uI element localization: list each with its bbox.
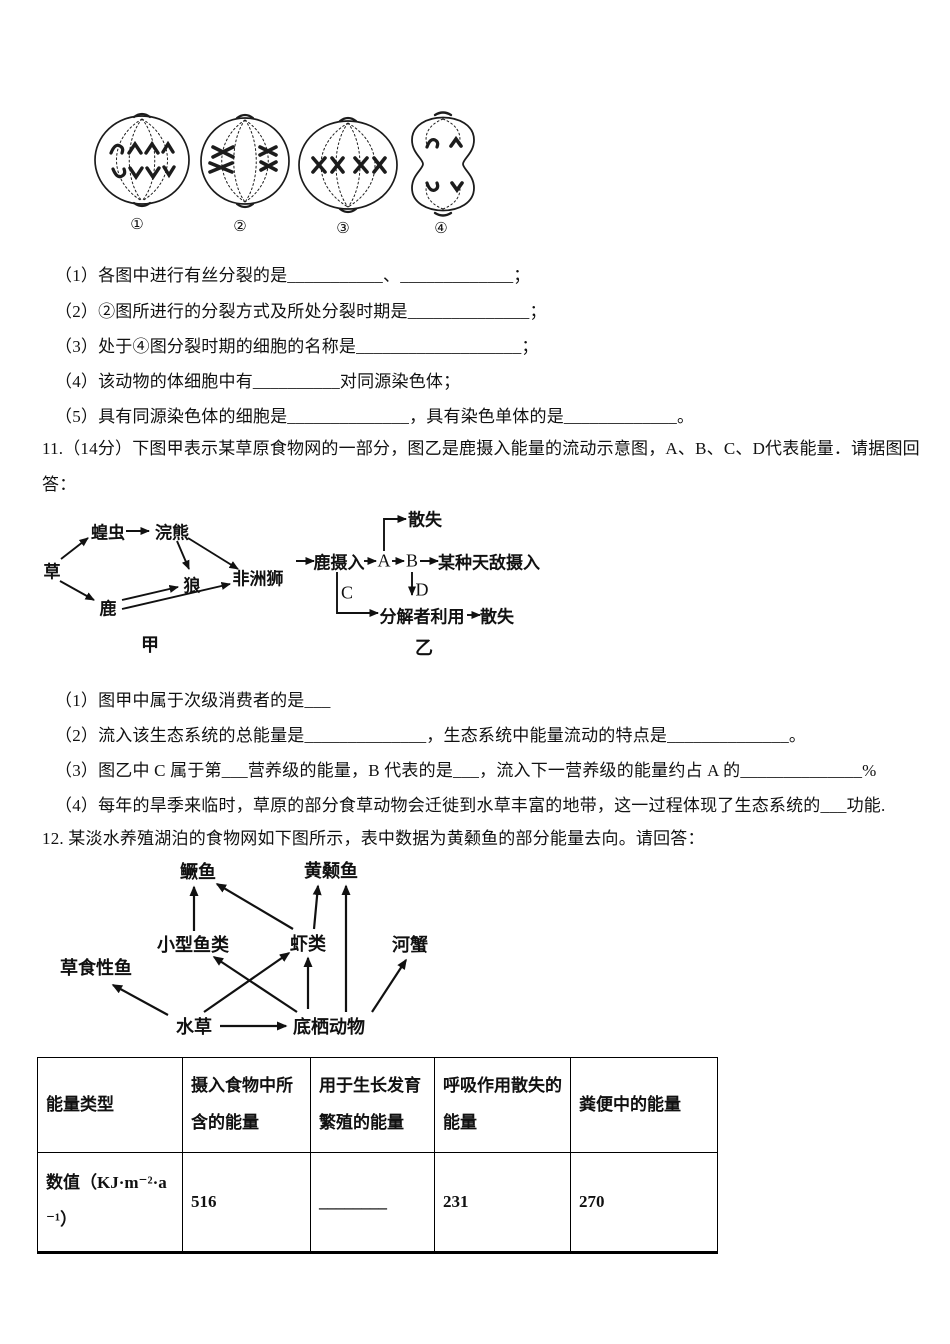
arrow-shrimp-to-catfish bbox=[312, 884, 322, 930]
question-line: （5）具有同源染色体的细胞是______________，具有染色单体的是___… bbox=[55, 407, 695, 426]
cell-division-figure: ① ② ③ ④ bbox=[94, 111, 475, 235]
table-header-cell: 呼吸作用散失的能量 bbox=[434, 1057, 571, 1153]
question-12-stem: 12. 某淡水养殖湖泊的食物网如下图所示，表中数据为黄颡鱼的部分能量去向。请回答… bbox=[42, 829, 705, 848]
table-data-row: 数值（KJ·m⁻²·a⁻¹） 516 ________ 231 270 bbox=[37, 1152, 718, 1254]
question-11-stem: 11.（14分）下图甲表示某草原食物网的一部分，图乙是鹿摄入能量的流动示意图，A… bbox=[42, 439, 920, 458]
node-decomposer-use: 分解者利用 bbox=[379, 607, 465, 627]
table-data-cell: 数值（KJ·m⁻²·a⁻¹） bbox=[37, 1152, 183, 1254]
arrow-raccoon-to-wolf bbox=[176, 540, 190, 570]
cell-3-label: ③ bbox=[336, 219, 349, 235]
cell-2-meiosis-metaphase bbox=[200, 113, 290, 209]
node-mandarin-fish: 鳜鱼 bbox=[180, 862, 216, 882]
question-line: （3）处于④图分裂时期的细胞的名称是___________________； bbox=[55, 337, 539, 356]
table-header-cell: 摄入食物中所含的能量 bbox=[182, 1057, 311, 1153]
cell-2-label: ② bbox=[233, 217, 246, 235]
caption-jia: 甲 bbox=[141, 635, 159, 655]
table-header-row: 能量类型 摄入食物中所含的能量 用于生长发育繁殖的能量 呼吸作用散失的能量 粪便… bbox=[37, 1057, 718, 1153]
arrow-benthos-to-smallfish bbox=[212, 956, 298, 1013]
node-waterweed: 水草 bbox=[176, 1017, 212, 1037]
node-wolf: 狼 bbox=[183, 576, 201, 596]
question-line: （4）每年的旱季来临时，草原的部分食草动物会迁徙到水草丰富的地带，这一过程体现了… bbox=[55, 796, 886, 815]
arrow-deer-to-lion bbox=[121, 582, 231, 610]
question-line: （2）流入该生态系统的总能量是______________，生态系统中能量流动的… bbox=[55, 726, 807, 745]
node-loss-bottom: 散失 bbox=[480, 607, 514, 627]
node-deer: 鹿 bbox=[99, 599, 117, 619]
cell-4-telophase bbox=[411, 111, 475, 217]
cell-4-label: ④ bbox=[434, 219, 447, 235]
question-line: （1）各图中进行有丝分裂的是___________、_____________； bbox=[55, 266, 531, 285]
arrow-waterweed-to-shrimp bbox=[203, 952, 291, 1013]
node-herbivorous-fish: 草食性鱼 bbox=[60, 958, 132, 978]
cell-3-mitosis-metaphase bbox=[298, 116, 398, 214]
node-energy-c: C bbox=[340, 582, 354, 603]
node-loss-top: 散失 bbox=[408, 510, 442, 530]
arrow-raccoon-to-lion bbox=[187, 537, 239, 570]
node-lion: 非洲狮 bbox=[232, 569, 284, 589]
arrow-shrimp-to-mandarin bbox=[215, 883, 294, 930]
cell-1-label: ① bbox=[130, 215, 143, 233]
node-small-fish: 小型鱼类 bbox=[157, 935, 229, 955]
node-grass: 草 bbox=[43, 562, 61, 582]
node-locust: 蝗虫 bbox=[91, 523, 125, 543]
node-energy-b: B bbox=[405, 550, 419, 571]
table-header-cell: 粪便中的能量 bbox=[570, 1057, 718, 1153]
table-header-cell: 用于生长发育繁殖的能量 bbox=[310, 1057, 435, 1153]
node-yellow-catfish: 黄颡鱼 bbox=[304, 861, 358, 881]
table-data-cell: 270 bbox=[570, 1152, 718, 1254]
arrow-grass-to-locust bbox=[60, 537, 89, 560]
caption-yi: 乙 bbox=[415, 638, 433, 658]
cell-1-anaphase bbox=[94, 112, 190, 208]
arrow-grass-to-deer bbox=[59, 580, 95, 601]
energy-table: 能量类型 摄入食物中所含的能量 用于生长发育繁殖的能量 呼吸作用散失的能量 粪便… bbox=[37, 1057, 718, 1254]
arrow-deer-to-wolf bbox=[121, 585, 179, 601]
node-predator-intake: 某种天敌摄入 bbox=[438, 553, 540, 573]
question-line: （4）该动物的体细胞中有__________对同源染色体； bbox=[55, 372, 461, 391]
arrow-waterweed-to-herbivorousfish bbox=[111, 984, 169, 1016]
arrow-benthos-to-crab bbox=[371, 958, 407, 1013]
foodweb-jia-yi-arrows bbox=[59, 515, 481, 619]
question-line: （2）②图所进行的分裂方式及所处分裂时期是______________； bbox=[55, 302, 547, 321]
table-data-cell: 231 bbox=[434, 1152, 571, 1254]
node-energy-d: D bbox=[415, 579, 429, 600]
node-energy-a: A bbox=[377, 550, 391, 571]
question-line: （1）图甲中属于次级消费者的是___ bbox=[55, 691, 331, 710]
foodweb-lake-arrows bbox=[111, 883, 407, 1031]
node-shrimp: 虾类 bbox=[290, 934, 326, 954]
table-data-cell: ________ bbox=[310, 1152, 435, 1254]
node-river-crab: 河蟹 bbox=[392, 935, 428, 955]
node-deer-intake: 鹿摄入 bbox=[313, 553, 365, 573]
table-header-cell: 能量类型 bbox=[37, 1057, 183, 1153]
table-data-cell: 516 bbox=[182, 1152, 311, 1254]
node-raccoon: 浣熊 bbox=[155, 523, 189, 543]
node-benthos: 底栖动物 bbox=[293, 1017, 365, 1037]
arrow-a-to-loss bbox=[383, 515, 407, 551]
arrow-c-to-decomposer bbox=[336, 572, 379, 617]
question-line: （3）图乙中 C 属于第___营养级的能量，B 代表的是___，流入下一营养级的… bbox=[55, 761, 877, 780]
question-11-stem-wrap: 答： bbox=[42, 475, 77, 494]
